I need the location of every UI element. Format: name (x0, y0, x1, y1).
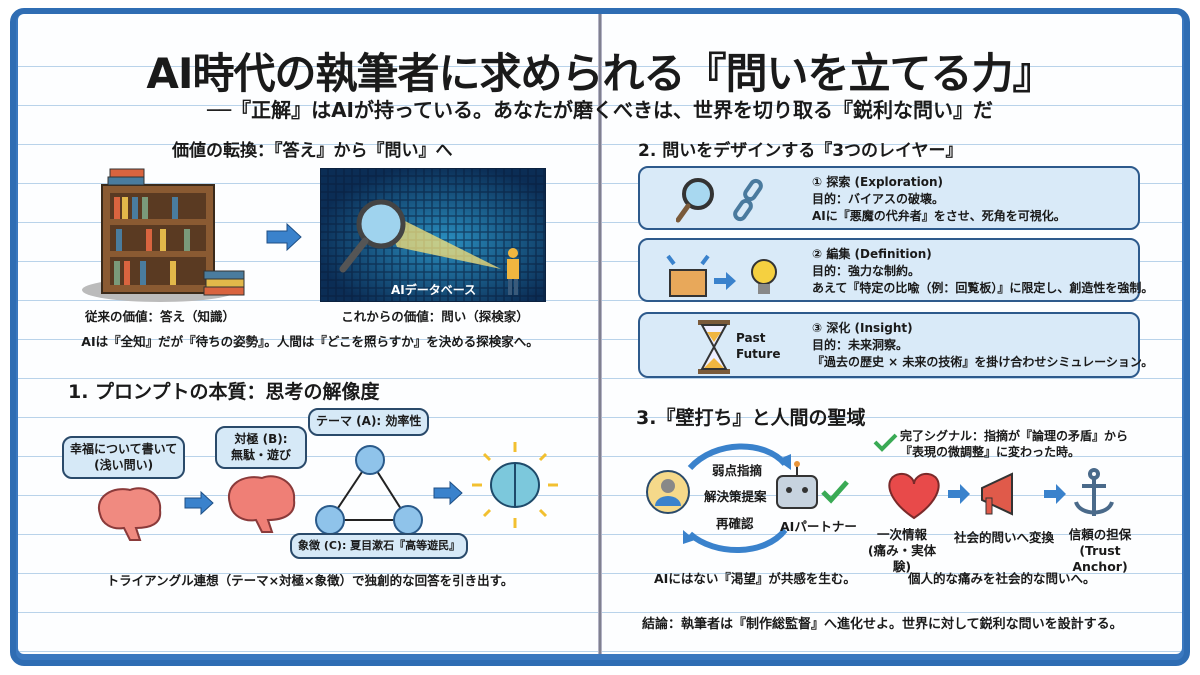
ai-database-label: AIデータベース (391, 283, 477, 297)
notebook-spine (598, 14, 602, 654)
glowing-brain-icon (472, 442, 558, 528)
magnifier-spotlight-icon (339, 199, 519, 295)
layer-purpose: 目的：バイアスの破壊。 (812, 192, 945, 206)
flow-trust-anchor: 信頼の担保 (Trust Anchor) (1068, 527, 1132, 574)
loop-recheck-label: 再確認 (716, 516, 754, 531)
wall-caption-right: 個人的な痛みを社会的な問いへ。 (908, 571, 1096, 586)
completion-signal: 完了シグナル：指摘が『論理の矛盾』から 『表現の微調整』に変わった時。 (900, 429, 1129, 459)
layer-purpose: 目的：強力な制約。 (812, 264, 921, 278)
layer-title: ② 編集 (Definition) (812, 247, 932, 261)
brain-icon (97, 487, 162, 541)
check-icon (873, 433, 898, 452)
box-to-lightbulb-icon (666, 254, 777, 297)
page-subtitle: ──『正解』はAIが持っている。あなたが磨くべきは、世界を切り取る『鋭利な問い』… (206, 98, 993, 122)
bookshelf-icon (82, 168, 245, 302)
arrow-right-icon (266, 222, 302, 252)
caption-old-value: 従来の価値：答え（知識） (84, 309, 235, 324)
hourglass-past-label: Past (736, 331, 766, 345)
layer-definition: ② 編集 (Definition) 目的：強力な制約。あえて『特定の比喩（例：回覧… (638, 238, 1153, 302)
value-shift-heading: 価値の転換：『答え』から『問い』へ (172, 141, 453, 161)
bubble-shallow-question: 幸福について書いて (浅い問い) (62, 436, 186, 480)
layer-detail: あえて『特定の比喩（例：回覧板）』に限定し、創造性を強制。 (812, 281, 1154, 295)
layer-exploration: ① 探索 (Exploration) 目的：バイアスの破壊。 AIに『悪魔の代弁者』… (638, 166, 1140, 230)
flow-social-question: 社会的問いへ変換 (953, 530, 1054, 545)
ai-database-image: AIデータベース (320, 168, 546, 302)
bubble-symbol: 象徴 (C): 夏目漱石『高等遊民』 (290, 533, 469, 560)
hourglass-future-label: Future (736, 347, 781, 361)
layer-title: ③ 深化 (Insight) (812, 321, 913, 335)
caption-new-value: これからの価値：問い（探検家） (341, 309, 529, 324)
bubble-theme: テーマ (A): 効率性 (308, 408, 430, 436)
prompt-summary: トライアングル連想（テーマ×対極×象徴）で独創的な回答を引き出す。 (106, 573, 514, 588)
layer-title: ① 探索 (Exploration) (812, 175, 944, 189)
pain-to-trust-flow-icons (888, 468, 1114, 520)
magnifier-broken-chain-icon (676, 178, 763, 223)
page-title: AI時代の執筆者に求められる『問いを立てる力』 (146, 49, 1054, 98)
layer-detail: AIに『悪魔の代弁者』をさせ、死角を可視化。 (812, 209, 1066, 223)
conclusion: 結論：執筆者は『制作総監督』へ進化せよ。世界に対して鋭利な問いを設計する。 (642, 617, 1123, 632)
hourglass-icon (698, 320, 730, 374)
wall-heading: 3.『壁打ち』と人間の聖域 (636, 407, 866, 429)
layer-purpose: 目的：未来洞察。 (812, 338, 909, 352)
layers-heading: 2. 問いをデザインする『3つのレイヤー』 (638, 141, 963, 161)
triangle-association-diagram (315, 445, 423, 535)
prompt-heading: 1. プロンプトの本質：思考の解像度 (68, 381, 380, 403)
feedback-loop-diagram (646, 443, 849, 553)
bubble-opposite: 対極 (B): 無駄・遊び (215, 426, 307, 470)
loop-weakness-label: 弱点指摘 (712, 463, 763, 478)
wall-caption-left: AIにはない『渇望』が共感を生む。 (654, 571, 856, 586)
arrow-right-icon (433, 480, 463, 506)
layer-detail: 『過去の歴史 × 未来の技術』を掛け合わせシミュレーション。 (812, 355, 1154, 369)
ai-partner-label: AIパートナー (780, 519, 857, 534)
loop-solution-label: 解決策提案 (704, 489, 767, 504)
value-shift-summary: AIは『全知』だが『待ちの姿勢』。人間は『どこを照らすか』を決める探検家へ。 (81, 334, 539, 349)
brain-icon (227, 475, 296, 533)
flow-primary-info: 一次情報 (痛み・実体験) (867, 527, 937, 574)
arrow-right-icon (184, 490, 214, 516)
